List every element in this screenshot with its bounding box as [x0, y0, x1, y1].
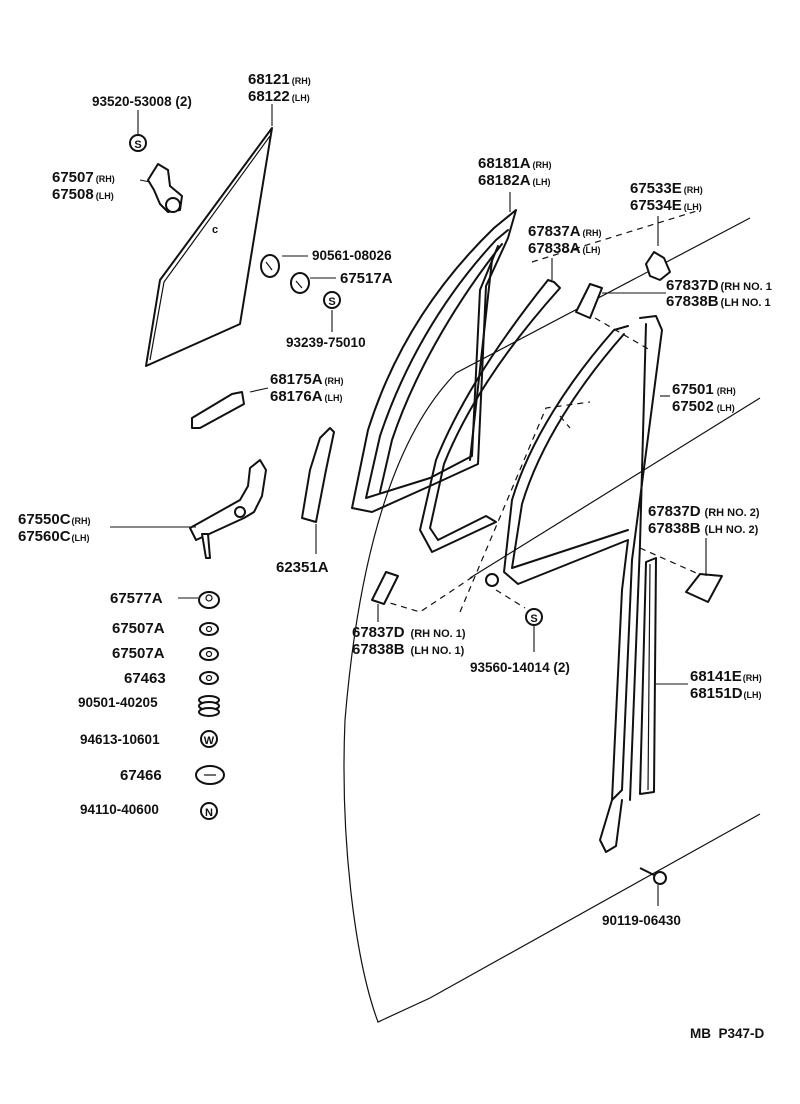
label-67837d-top: 67837D(RH NO. 1	[666, 277, 772, 294]
label-67838b-top: 67838B(LH NO. 1	[666, 293, 771, 310]
cushion-67517	[290, 272, 310, 294]
disk-67466	[195, 765, 225, 785]
label-67507: 67507(RH)	[52, 169, 115, 186]
spring-90501	[198, 695, 220, 717]
svg-text:W: W	[204, 735, 215, 747]
label-68175: 68175A(RH)	[270, 371, 344, 388]
label-67463: 67463	[124, 670, 166, 687]
screw-icon-1: S	[129, 134, 147, 152]
quarter-bracket	[147, 163, 183, 213]
label-68151: 68151D(LH)	[690, 685, 762, 702]
label-67837a: 67837A(RH)	[528, 223, 602, 240]
hardware-stack: W N	[195, 591, 225, 820]
label-93560: 93560-14014 (2)	[470, 660, 570, 675]
label-90561: 90561-08026	[312, 248, 392, 263]
svg-text:S: S	[530, 613, 537, 625]
weatherstrip-67837a	[419, 279, 561, 553]
washer-67463	[199, 671, 219, 685]
label-93520: 93520-53008 (2)	[92, 94, 192, 109]
label-67508: 67508(LH)	[52, 186, 114, 203]
seal-block-no2	[685, 573, 723, 603]
sash-channel	[639, 557, 657, 795]
label-68141: 68141E(RH)	[690, 668, 762, 685]
label-67517: 67517A	[340, 270, 393, 287]
seal-block-top	[575, 283, 603, 319]
label-67837d-no1: 67837D(RH NO. 1)	[352, 624, 466, 641]
label-94110: 94110-40600	[80, 802, 159, 817]
label-67560: 67560C(LH)	[18, 528, 90, 545]
label-67466: 67466	[120, 767, 162, 784]
leader-lines	[110, 104, 707, 906]
washer-67507a-2	[199, 647, 219, 661]
run-channel	[351, 209, 517, 513]
label-67501: 67501(RH)	[672, 381, 736, 398]
washer-icon: W	[200, 730, 218, 748]
label-67507a-2: 67507A	[112, 645, 165, 662]
label-90501: 90501-40205	[78, 695, 158, 710]
bolt-90119	[639, 867, 667, 885]
label-67838a: 67838A(LH)	[528, 240, 601, 257]
label-93239: 93239-75010	[286, 335, 366, 350]
seal-block-bottom-left	[371, 571, 399, 605]
stop-68175	[191, 391, 245, 429]
washer-67507a-1	[199, 622, 219, 636]
bushing-67577	[198, 591, 220, 609]
label-67577: 67577A	[110, 590, 163, 607]
cushion-90561	[260, 254, 280, 278]
label-67534: 67534E(LH)	[630, 197, 702, 214]
label-67502: 67502(LH)	[672, 398, 735, 415]
label-68122: 68122(LH)	[248, 88, 310, 105]
nut-icon: N	[200, 802, 218, 820]
label-67838b-no2: 67838B(LH NO. 2)	[648, 520, 759, 537]
label-67550: 67550C(RH)	[18, 511, 91, 528]
label-68121: 68121(RH)	[248, 71, 311, 88]
screw-icon-2: S	[323, 291, 341, 309]
label-94613: 94613-10601	[80, 732, 160, 747]
quarter-glass: c	[145, 127, 273, 367]
diagram-code: MB P347-D	[690, 1026, 765, 1041]
label-62351: 62351A	[276, 559, 329, 576]
svg-text:S: S	[328, 296, 335, 308]
belt-piece-62351	[301, 427, 335, 523]
regulator-bracket	[189, 459, 267, 559]
label-68176: 68176A(LH)	[270, 388, 343, 405]
label-67838b-no1: 67838B(LH NO. 1)	[352, 641, 465, 658]
bracket-67533	[645, 251, 671, 281]
label-68182: 68182A(LH)	[478, 172, 551, 189]
svg-text:S: S	[134, 139, 141, 151]
division-bar	[485, 315, 663, 853]
label-67507a-1: 67507A	[112, 620, 165, 637]
label-67837d-no2: 67837D(RH NO. 2)	[648, 503, 760, 520]
label-90119: 90119-06430	[602, 913, 681, 928]
label-67533: 67533E(RH)	[630, 180, 703, 197]
screw-icon-3: S	[525, 608, 543, 626]
clip-mark: c	[212, 224, 218, 236]
door-outline	[343, 209, 761, 1023]
svg-text:N: N	[205, 807, 213, 819]
labels: 93520-53008 (2) 68121(RH) 68122(LH) 6750…	[18, 71, 772, 1041]
label-68181: 68181A(RH)	[478, 155, 552, 172]
